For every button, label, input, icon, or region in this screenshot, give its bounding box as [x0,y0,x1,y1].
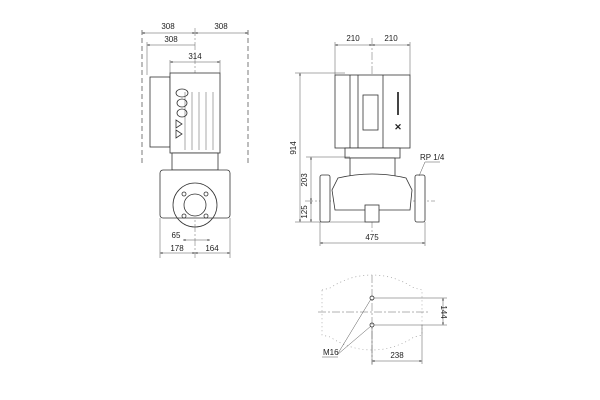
dim-308-box: 308 [164,35,178,44]
dim-210-right: 210 [384,34,398,43]
dim-308-right: 308 [214,22,228,31]
front-view: 210 210 ✕ 914 203 125 475 RP 1/4 [289,34,445,246]
control-box [149,76,171,148]
dim-308-left: 308 [161,22,175,31]
side-view: 308 308 308 314 65 178 164 [141,22,249,258]
bolt-label: M16 [323,348,339,357]
foot-view: 144 238 M16 [318,274,448,365]
dim-164: 164 [205,244,219,253]
dim-125: 125 [300,205,309,219]
dim-178: 178 [170,244,184,253]
flange [172,182,218,228]
dim-238: 238 [390,351,404,360]
cable-glands [175,88,189,139]
pump-body [331,173,413,211]
foot-outline [321,274,423,351]
dim-203: 203 [300,173,309,187]
motor [169,72,221,154]
dim-475: 475 [365,233,379,242]
outlet-flange [414,174,426,223]
dim-65: 65 [172,231,181,240]
display-panel [362,94,379,131]
dim-914: 914 [289,141,298,155]
port-label: RP 1/4 [420,153,445,162]
dim-144: 144 [439,305,448,319]
inlet-flange [319,174,331,223]
dim-314: 314 [188,52,202,61]
dim-210-left: 210 [346,34,360,43]
logo-icon: ✕ [394,122,402,132]
